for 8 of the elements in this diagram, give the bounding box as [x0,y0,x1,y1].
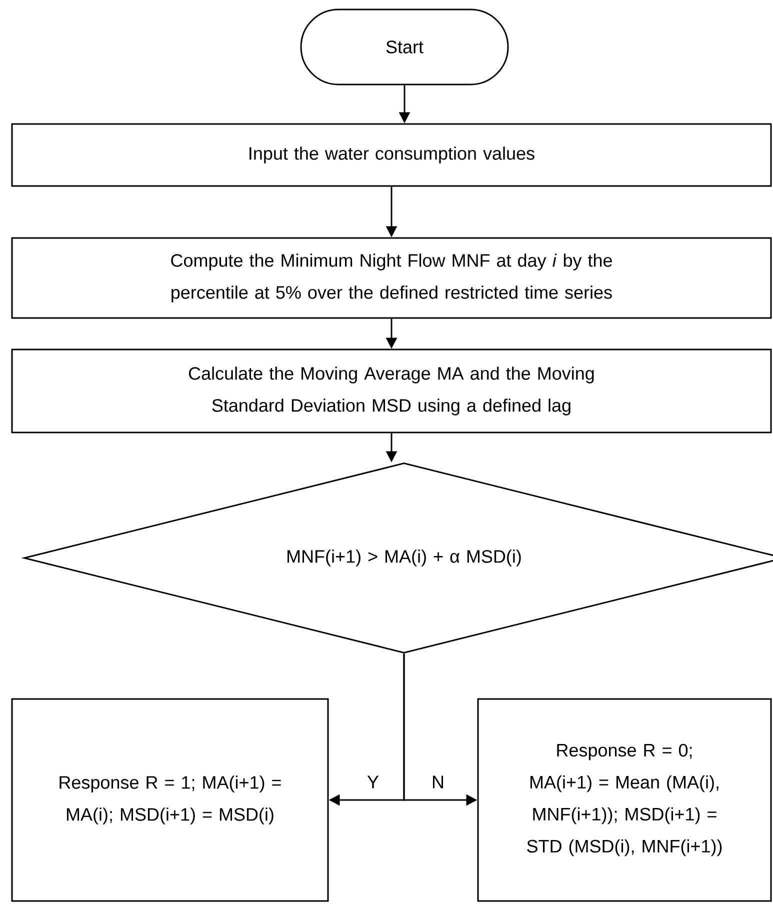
start-terminal: Start [300,8,509,86]
edge-label: Y [367,776,379,788]
process-box: Input the water consumption values [11,123,772,187]
process-box: Calculate the Moving Average MA and the Moving Standard Deviation MSD using a defined lag [11,348,772,434]
process-box: Response R = 0; MA(i+1) = Mean (MA(i), MNF(i+1)); MSD(i+1) = STD (MSD(i), MNF(i+1)) [477,698,772,902]
edge-label: N [432,776,444,788]
process-box: Response R = 1; MA(i+1) = MA(i); MSD(i+1) = MSD(i) [11,698,329,902]
process-box: Compute the Minimum Night Flow MNF at day i by the percentile at 5% over the defined restricted time series [11,237,772,319]
